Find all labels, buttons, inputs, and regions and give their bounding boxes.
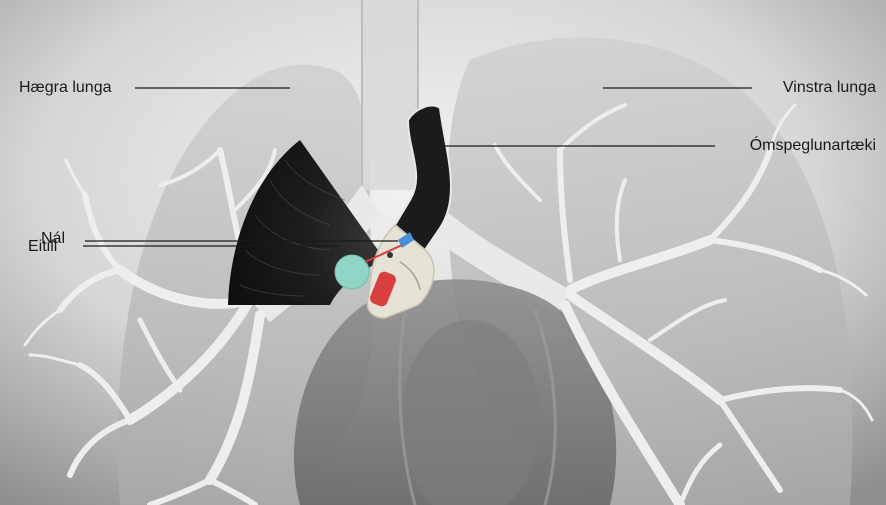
label-left-lung: Vinstra lunga	[783, 79, 876, 97]
label-lymph-node: Eitill	[28, 238, 57, 256]
lymph-node	[335, 255, 369, 289]
trachea	[362, 0, 418, 190]
needle-port	[387, 252, 393, 258]
label-scope: Ómspeglunartæki	[750, 137, 876, 155]
label-right-lung: Hægra lunga	[19, 79, 112, 97]
